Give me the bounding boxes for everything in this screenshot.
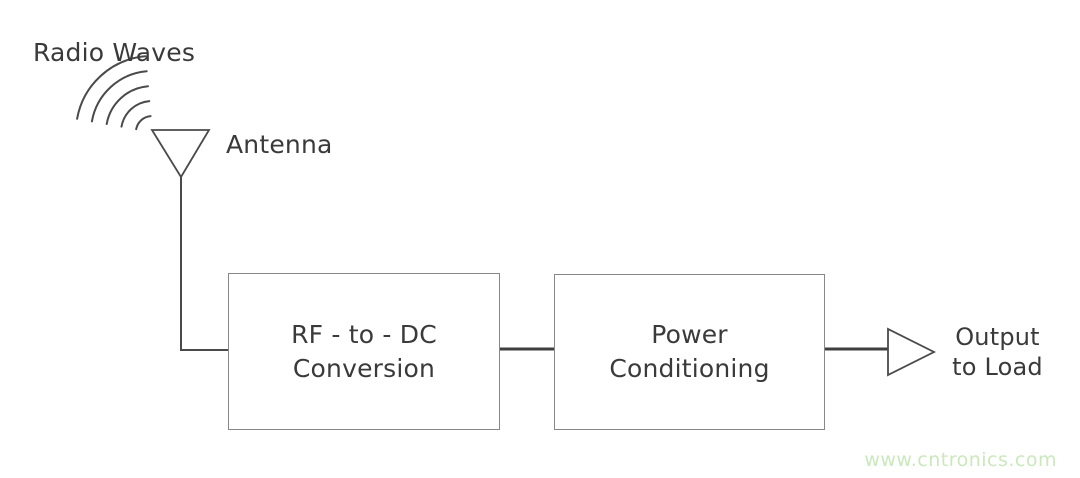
antenna-label: Antenna	[226, 130, 333, 159]
radio-waves-label: Radio Waves	[33, 38, 196, 67]
antenna-feed-line	[180, 177, 228, 351]
radio-waves-icon	[76, 55, 152, 131]
output-label-line1: Output	[955, 323, 1040, 351]
block-rf-line1: RF - to - DC	[291, 319, 437, 349]
block-power-conditioning: Power Conditioning	[554, 274, 825, 430]
block-power-line2: Conditioning	[609, 354, 770, 383]
output-to-load-label: Output to Load	[935, 322, 1060, 382]
output-arrow-icon	[887, 327, 937, 377]
watermark-text: www.cntronics.com	[864, 449, 1057, 471]
antenna-icon	[150, 129, 211, 179]
output-label-line2: to Load	[952, 353, 1043, 381]
block-rf-line2: Conversion	[292, 353, 436, 383]
block-power-line1: Power	[651, 320, 728, 349]
block-rf-to-dc-conversion: RF - to - DC Conversion	[228, 273, 500, 430]
